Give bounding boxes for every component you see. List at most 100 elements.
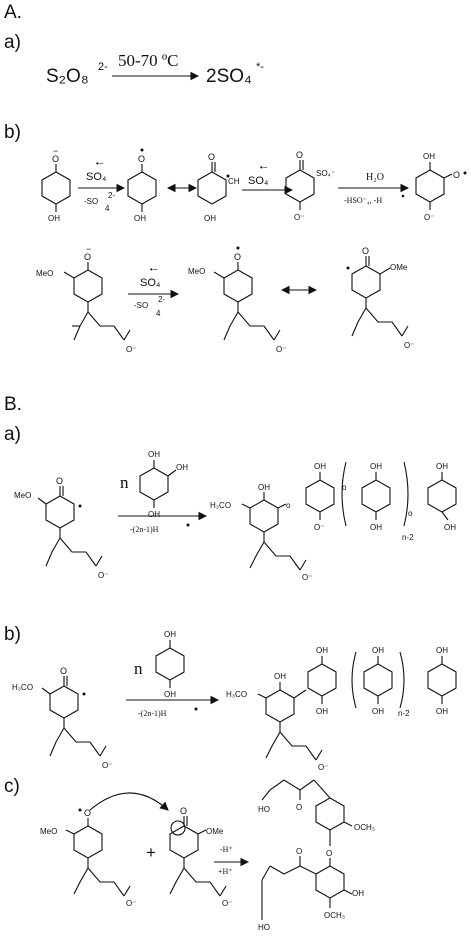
svg-text:OMe: OMe <box>206 827 224 836</box>
svg-text:O: O <box>296 803 302 812</box>
svg-text:n: n <box>120 473 129 492</box>
svg-text:OH: OH <box>436 462 448 471</box>
svg-text:OCH₃: OCH₃ <box>324 911 345 920</box>
svg-text:n: n <box>134 659 143 678</box>
svg-text:O: O <box>296 847 302 856</box>
section-b-b-label: b) <box>4 624 21 645</box>
svg-text:4: 4 <box>105 204 110 213</box>
svg-text:OH: OH <box>204 214 216 223</box>
svg-text:O⁻: O⁻ <box>276 345 286 354</box>
section-b-label: B. <box>4 394 22 415</box>
svg-text:O: O <box>234 252 241 262</box>
svg-text:O⁻: O⁻ <box>318 763 328 772</box>
svg-text:-(2n-1)H: -(2n-1)H <box>130 525 159 534</box>
svg-text:OH: OH <box>164 690 176 699</box>
dienone-monomer-bc: O OMe O⁻ <box>169 806 232 908</box>
svg-text:-HSO⁻₄, -H: -HSO⁻₄, -H <box>344 196 382 205</box>
svg-text:o: o <box>286 501 291 510</box>
svg-text:SO₄: SO₄ <box>140 277 161 289</box>
svg-text:H₃CO: H₃CO <box>210 501 231 510</box>
svg-text:OMe: OMe <box>390 263 408 272</box>
svg-text:MeO: MeO <box>188 267 205 276</box>
svg-text:O: O <box>84 252 91 262</box>
svg-text:OH: OH <box>148 450 160 459</box>
svg-text:MeO: MeO <box>40 827 57 836</box>
svg-text:OH: OH <box>274 672 286 681</box>
svg-text:-(2n-1)H: -(2n-1)H <box>138 709 167 718</box>
svg-text:o: o <box>408 509 413 518</box>
svg-text:OH: OH <box>134 214 146 223</box>
section-b-a-label: a) <box>4 424 21 445</box>
svg-text:O: O <box>60 666 67 676</box>
svg-text:H₃CO: H₃CO <box>226 690 247 699</box>
svg-text:4: 4 <box>156 309 161 318</box>
so4-radical-1: SO₄ <box>86 171 107 183</box>
hydroquinone-anion: O − OH <box>41 146 71 223</box>
polymer-product-ba: OH H₃CO O⁻ o OH O⁻ o OH OH n-2 o OH OH <box>210 461 457 582</box>
radical-monomer-ba: O MeO O⁻ <box>14 476 108 580</box>
plus-sign: + <box>146 843 156 862</box>
svg-text:O: O <box>138 154 145 164</box>
section-a-b-label: b) <box>4 122 21 143</box>
svg-text:O⁻: O⁻ <box>294 213 304 222</box>
svg-text:OH: OH <box>176 463 188 472</box>
svg-text:O⁻: O⁻ <box>314 523 324 532</box>
svg-text:O: O <box>180 806 187 816</box>
svg-text:O⁻: O⁻ <box>302 573 312 582</box>
hydroquinone: OH OH n <box>134 630 185 699</box>
sulfate-radical-formula: 2SO₄ <box>206 66 252 87</box>
svg-text:HO: HO <box>258 805 270 814</box>
svg-text:O⁻: O⁻ <box>222 899 232 908</box>
svg-text:OH: OH <box>48 214 60 223</box>
svg-text:OH: OH <box>444 523 456 532</box>
semiquinone-radical: OH O O⁻ <box>415 152 467 222</box>
svg-text:OH: OH <box>423 152 435 161</box>
svg-text:O⁻: O⁻ <box>98 571 108 580</box>
svg-text:•−: •− <box>96 159 104 168</box>
svg-text:•−: •− <box>150 265 158 274</box>
svg-text:CH: CH <box>228 177 240 186</box>
svg-text:O: O <box>208 152 215 162</box>
svg-text:H₃CO: H₃CO <box>12 683 33 692</box>
methoxy-dienone-radical: O OMe O⁻ <box>346 246 414 350</box>
svg-text:OH: OH <box>352 889 364 898</box>
svg-text:OH: OH <box>314 462 326 471</box>
phenoxyl-radical: O OH <box>127 148 157 223</box>
svg-text:OH: OH <box>436 707 448 716</box>
phenoxyl-monomer-bc: O MeO O⁻ <box>40 808 136 908</box>
svg-text:OH: OH <box>370 523 382 532</box>
methoxy-phenoxyl-radical: O MeO O⁻ <box>188 246 286 354</box>
svg-text:O: O <box>56 476 63 486</box>
svg-text:n-2: n-2 <box>402 533 414 542</box>
svg-text:HO: HO <box>258 923 270 932</box>
electron-transfer-arrow <box>89 792 169 811</box>
catechol: OH OH OH n <box>120 450 188 519</box>
svg-text:-SO: -SO <box>134 301 148 310</box>
svg-text:−: − <box>53 146 58 156</box>
polymer-product-bb: OH H₃CO O⁻ OH OH OH OH n-2 OH OH <box>226 646 457 772</box>
svg-text:O: O <box>296 150 303 160</box>
svg-text:O: O <box>52 154 59 164</box>
svg-text:OH: OH <box>370 462 382 471</box>
svg-text:n-2: n-2 <box>398 709 410 718</box>
svg-text:OH: OH <box>316 646 328 655</box>
svg-text:SO₄: SO₄ <box>248 175 269 187</box>
svg-text:O: O <box>326 849 332 858</box>
svg-text:•−: •− <box>260 163 268 172</box>
svg-text:O: O <box>84 808 91 818</box>
svg-text:O⁻: O⁻ <box>404 341 414 350</box>
svg-text:OH: OH <box>148 510 160 519</box>
svg-text:−: − <box>86 244 91 254</box>
svg-text:H₂O: H₂O <box>366 172 384 183</box>
svg-text:-H⁺: -H⁺ <box>220 845 233 854</box>
svg-text:OCH₃: OCH₃ <box>354 823 375 832</box>
svg-text:SO₄⁻: SO₄⁻ <box>316 169 335 178</box>
svg-text:OH: OH <box>164 630 176 639</box>
svg-text:o: o <box>342 483 347 492</box>
svg-text:OH: OH <box>258 483 270 492</box>
svg-text:2-: 2- <box>158 295 165 304</box>
svg-text:O⁻: O⁻ <box>126 899 136 908</box>
section-a-a-label: a) <box>4 32 21 53</box>
persulfate-charge: 2- <box>98 61 108 73</box>
svg-text:O: O <box>453 170 460 180</box>
